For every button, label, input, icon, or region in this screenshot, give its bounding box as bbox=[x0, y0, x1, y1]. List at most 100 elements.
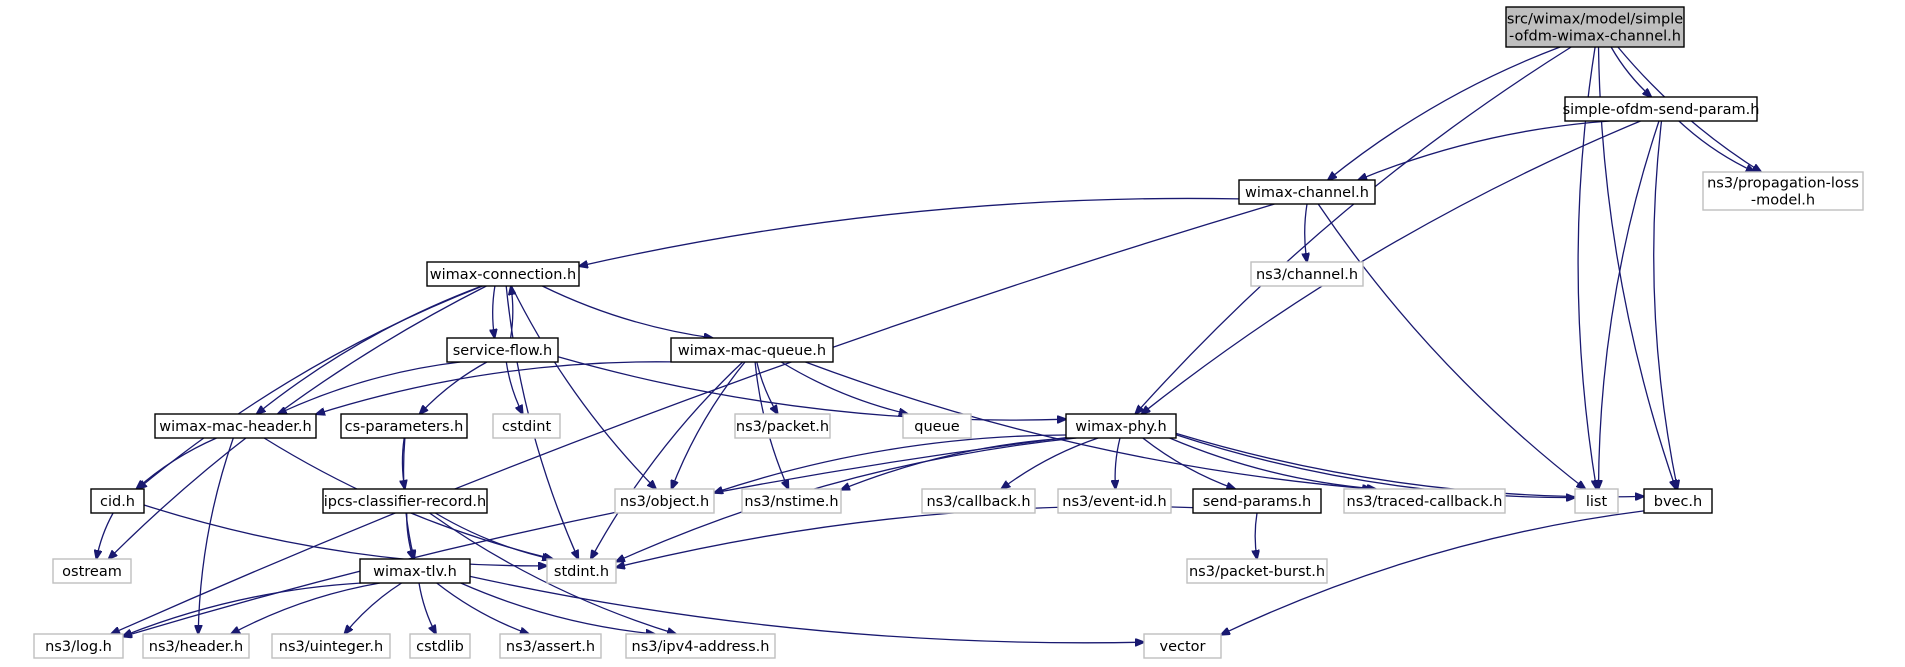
edge-wmh-to-nhdr bbox=[198, 437, 234, 634]
node-nuint: ns3/uinteger.h bbox=[271, 633, 391, 659]
node-list: list bbox=[1574, 488, 1619, 514]
edge-sf-to-csp bbox=[420, 361, 488, 414]
node-label: wimax-tlv.h bbox=[373, 564, 457, 580]
node-box bbox=[1574, 488, 1619, 514]
node-label: ns3/nstime.h bbox=[744, 494, 838, 510]
node-wch[interactable]: wimax-channel.h bbox=[1238, 179, 1376, 205]
node-label: ostream bbox=[62, 564, 122, 580]
node-label: queue bbox=[914, 419, 960, 435]
edge-wmq-to-ntcb bbox=[805, 361, 1371, 489]
node-box bbox=[670, 337, 834, 363]
edge-sf-to-wcon bbox=[511, 286, 513, 339]
node-npkt: ns3/packet.h bbox=[734, 413, 831, 439]
node-box bbox=[1702, 171, 1864, 211]
node-box bbox=[154, 413, 317, 439]
node-label: ns3/packet-burst.h bbox=[1189, 564, 1325, 580]
edge-wphy-to-ncb bbox=[1001, 437, 1099, 489]
node-box bbox=[1065, 413, 1177, 439]
edge-wmq-to-npkt bbox=[756, 361, 778, 414]
node-wtlv[interactable]: wimax-tlv.h bbox=[359, 558, 471, 584]
node-label: bvec.h bbox=[1654, 494, 1702, 510]
node-label: ns3/assert.h bbox=[506, 639, 595, 655]
node-wphy[interactable]: wimax-phy.h bbox=[1065, 413, 1177, 439]
node-label: cs-parameters.h bbox=[345, 419, 464, 435]
edge-wphy-to-nst bbox=[841, 437, 1069, 490]
edge-wphy-to-nlog bbox=[123, 436, 1067, 637]
node-box bbox=[446, 337, 559, 363]
node-box bbox=[322, 488, 488, 514]
node-label: -ofdm-wimax-channel.h bbox=[1509, 29, 1681, 45]
edge-wmq-to-wmh bbox=[316, 361, 672, 414]
node-nassert: ns3/assert.h bbox=[499, 633, 602, 659]
node-nlog: ns3/log.h bbox=[33, 633, 124, 659]
node-box bbox=[1250, 261, 1364, 287]
edge-wmq-to-stdint bbox=[591, 361, 744, 559]
edge-sf-to-cstdint bbox=[505, 361, 522, 414]
node-box bbox=[546, 558, 617, 584]
edge-wcon-to-wmh bbox=[257, 285, 483, 414]
node-label: ns3/header.h bbox=[149, 639, 243, 655]
edge-wtlv-to-nassert bbox=[436, 582, 529, 634]
node-label: ns3/channel.h bbox=[1256, 267, 1358, 283]
node-box bbox=[625, 633, 776, 659]
node-label: ns3/log.h bbox=[45, 639, 112, 655]
node-cstdlib: cstdlib bbox=[409, 633, 471, 659]
edge-wch-to-nch bbox=[1305, 203, 1307, 262]
edge-wcon-to-wmq bbox=[542, 285, 712, 338]
edge-wmq-to-queue bbox=[780, 361, 908, 414]
node-nst: ns3/nstime.h bbox=[741, 488, 842, 514]
edge-icr-to-wtlv bbox=[406, 512, 414, 559]
node-npb: ns3/packet-burst.h bbox=[1186, 558, 1328, 584]
node-box bbox=[492, 413, 561, 439]
edge-sosp-to-bvec bbox=[1653, 120, 1678, 489]
node-bvec[interactable]: bvec.h bbox=[1643, 488, 1713, 514]
edge-wtlv-to-cstdlib bbox=[418, 582, 436, 634]
node-box bbox=[614, 488, 715, 514]
node-label: vector bbox=[1160, 639, 1206, 655]
node-box bbox=[340, 413, 468, 439]
node-box bbox=[142, 633, 250, 659]
node-icr[interactable]: ipcs-classifier-record.h bbox=[322, 488, 488, 514]
edge-wtlv-to-vector bbox=[469, 575, 1144, 642]
node-cstdint: cstdint bbox=[492, 413, 561, 439]
edge-bvec-to-vector bbox=[1221, 510, 1645, 635]
node-ostream: ostream bbox=[52, 558, 132, 584]
node-label: -model.h bbox=[1751, 193, 1815, 209]
node-label: ns3/callback.h bbox=[926, 494, 1030, 510]
node-wmq[interactable]: wimax-mac-queue.h bbox=[670, 337, 834, 363]
edge-wtlv-to-nlog bbox=[123, 582, 362, 636]
node-box bbox=[499, 633, 602, 659]
node-label: wimax-channel.h bbox=[1245, 185, 1369, 201]
node-sp[interactable]: send-params.h bbox=[1192, 488, 1322, 514]
node-box bbox=[359, 558, 471, 584]
edge-wcon-to-sf bbox=[493, 285, 495, 338]
node-neid: ns3/event-id.h bbox=[1057, 488, 1172, 514]
node-sf[interactable]: service-flow.h bbox=[446, 337, 559, 363]
edge-wtlv-to-nuint bbox=[344, 582, 402, 634]
node-cid[interactable]: cid.h bbox=[90, 488, 145, 514]
node-box bbox=[426, 261, 580, 287]
edge-sp-to-stdint bbox=[616, 505, 1194, 567]
node-vector: vector bbox=[1143, 633, 1222, 659]
node-csp[interactable]: cs-parameters.h bbox=[340, 413, 468, 439]
node-box bbox=[1186, 558, 1328, 584]
nodes-layer: src/wimax/model/simple-ofdm-wimax-channe… bbox=[33, 6, 1864, 659]
edge-wmh-to-cid bbox=[136, 437, 217, 489]
node-queue: queue bbox=[902, 413, 972, 439]
edge-wch-to-nlog bbox=[111, 203, 1275, 634]
edge-icr-to-stdint bbox=[434, 512, 551, 559]
node-box bbox=[1505, 6, 1685, 48]
node-label: ns3/ipv4-address.h bbox=[632, 639, 770, 655]
node-label: wimax-mac-header.h bbox=[159, 419, 311, 435]
edge-sosp-to-wch bbox=[1358, 120, 1610, 180]
edge-root-to-sosp bbox=[1610, 46, 1651, 97]
node-wmh[interactable]: wimax-mac-header.h bbox=[154, 413, 317, 439]
node-wcon[interactable]: wimax-connection.h bbox=[426, 261, 580, 287]
node-root[interactable]: src/wimax/model/simple-ofdm-wimax-channe… bbox=[1505, 6, 1685, 48]
node-box bbox=[1057, 488, 1172, 514]
edge-root-to-wch bbox=[1328, 46, 1561, 180]
edge-wch-to-list bbox=[1317, 203, 1585, 489]
node-label: send-params.h bbox=[1203, 494, 1312, 510]
node-sosp[interactable]: simple-ofdm-send-param.h bbox=[1563, 96, 1760, 122]
node-box bbox=[741, 488, 842, 514]
